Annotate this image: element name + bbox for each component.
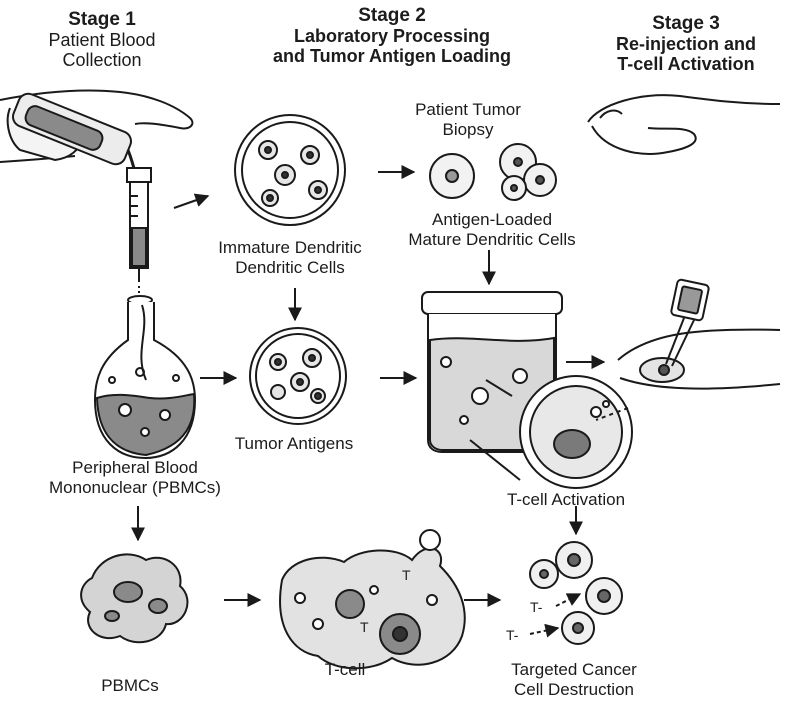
stage-3-subtitle-line2: T-cell Activation — [617, 54, 755, 74]
pbmc-cell-cluster — [80, 553, 189, 644]
tumor-biopsy-cells — [429, 143, 557, 201]
arrow-tcell-attack-1 — [555, 593, 582, 607]
arrow-tcell-attack-2 — [529, 623, 560, 638]
stage-2-title: Stage 2 — [358, 5, 426, 26]
hand-with-test-tube-illustration — [0, 89, 194, 177]
pbmcs-label: PBMCs — [101, 676, 159, 695]
flow-arrows — [131, 165, 606, 638]
stage-1-subtitle-line2: Collection — [62, 50, 142, 70]
stage-2-subtitle-line1: Laboratory Processing — [293, 26, 491, 46]
arrow-syringe-to-dish — [173, 193, 210, 209]
pbmc-full-label: Peripheral Blood Mononuclear (PBMCs) — [49, 458, 221, 497]
tumor-antigens-label: Tumor Antigens — [234, 434, 354, 453]
tcell-label: T-cell — [324, 660, 366, 679]
t-marker-3: T- — [530, 599, 543, 615]
stage-2-subtitle-line2: and Tumor Antigen Loading — [273, 46, 511, 66]
magnified-tcell-view — [469, 375, 633, 489]
antigen-loaded-cells-label: Antigen-Loaded Mature Dendritic Cells — [408, 210, 576, 249]
stage-2-header: Stage 2 Laboratory Processing and Tumor … — [273, 5, 511, 67]
syringe-tube-illustration — [126, 167, 152, 294]
flask-illustration — [93, 295, 197, 460]
targeted-cancer-cells — [529, 541, 623, 645]
tumor-antigens-dish — [249, 327, 347, 425]
stage-1-subtitle-line1: Patient Blood — [48, 30, 156, 50]
open-hand-illustration — [587, 94, 781, 155]
stage-1-header: Stage 1 Patient Blood Collection — [48, 9, 156, 71]
targeted-destruction-label: Targeted Cancer Cell Destruction — [511, 660, 637, 699]
t-marker-1: T — [402, 567, 411, 583]
immature-dendritic-cells-dish — [234, 114, 346, 226]
dendritic-tcell-interaction — [279, 529, 466, 670]
stage-3-header: Stage 3 Re-injection and T-cell Activati… — [615, 13, 757, 75]
stage-3-title: Stage 3 — [652, 13, 720, 34]
tcell-activation-label: T-cell Activation — [506, 490, 626, 509]
patient-tumor-biopsy-label: Patient Tumor Biopsy — [415, 100, 521, 139]
arm-injection-illustration — [595, 278, 781, 421]
immature-dendritic-cells-label: Immature Dendritic Dendritic Cells — [218, 238, 362, 277]
stage-1-title: Stage 1 — [68, 9, 136, 30]
t-marker-4: T- — [506, 627, 519, 643]
t-marker-2: T — [360, 619, 369, 635]
stage-3-subtitle-line1: Re-injection and — [615, 34, 757, 54]
